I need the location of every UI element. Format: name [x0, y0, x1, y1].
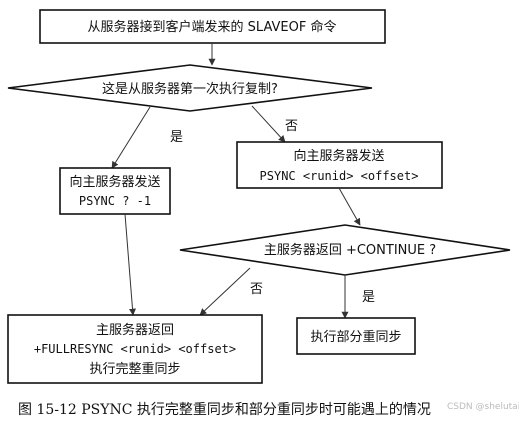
- label-continue-no: 否: [250, 282, 263, 297]
- decision-first-diamond: 这是从服务器第一次执行复制?: [7, 64, 373, 112]
- full-resync-line2: +FULLRESYNC <runid> <offset>: [34, 342, 236, 356]
- send-psync-runid-line2: PSYNC <runid> <offset>: [260, 169, 419, 183]
- label-continue-yes: 是: [362, 290, 375, 305]
- arrow-first-yes: [111, 106, 151, 169]
- decision-continue-text: 主服务器返回 +CONTINUE ?: [264, 242, 436, 258]
- full-resync-line1: 主服务器返回: [96, 322, 174, 338]
- send-psync-runid-line1: 向主服务器发送: [293, 148, 384, 164]
- full-resync-line3: 执行完整重同步: [89, 361, 180, 377]
- send-psync-minus1-line2: PSYNC ? -1: [79, 194, 151, 208]
- partial-resync-box: 执行部分重同步: [296, 317, 416, 355]
- decision-continue-diamond: 主服务器返回 +CONTINUE ?: [179, 224, 511, 276]
- send-psync-runid-box: 向主服务器发送 PSYNC <runid> <offset>: [236, 141, 443, 189]
- send-psync-minus1-line1: 向主服务器发送: [69, 174, 160, 190]
- decision-first-text: 这是从服务器第一次执行复制?: [102, 81, 278, 97]
- full-resync-box: 主服务器返回 +FULLRESYNC <runid> <offset> 执行完整…: [7, 314, 263, 384]
- arrow-runid-to-continue: [338, 187, 361, 226]
- figure-caption: 图 15-12 PSYNC 执行完整重同步和部分重同步时可能遇上的情况: [18, 402, 431, 418]
- label-first-yes: 是: [170, 130, 183, 145]
- arrow-first-no: [251, 105, 286, 143]
- label-first-no: 否: [285, 119, 298, 134]
- start-box: 从服务器接到客户端发来的 SLAVEOF 命令: [39, 9, 386, 44]
- send-psync-minus1-box: 向主服务器发送 PSYNC ? -1: [59, 167, 171, 215]
- arrow-minus1-to-full: [124, 213, 136, 316]
- start-text: 从服务器接到客户端发来的 SLAVEOF 命令: [88, 19, 337, 35]
- arrow-continue-no: [199, 267, 251, 316]
- partial-resync-text: 执行部分重同步: [310, 329, 401, 345]
- watermark: CSDN @shelutai: [447, 402, 519, 412]
